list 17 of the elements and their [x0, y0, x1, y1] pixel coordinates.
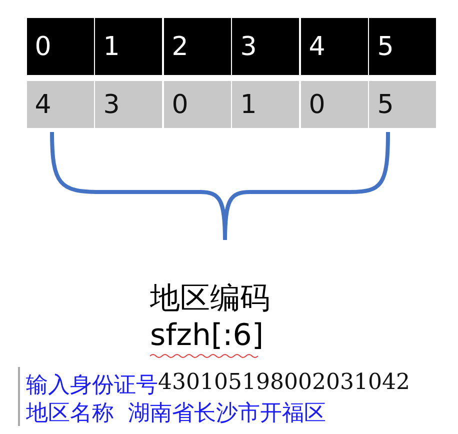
- code-text: sfzh[:6]: [150, 318, 264, 353]
- caption-text: 地区编码: [150, 280, 270, 318]
- index-cell: 1: [95, 18, 162, 75]
- value-cell: 4: [26, 81, 94, 128]
- value-cell: 0: [164, 81, 231, 128]
- value-cell: 0: [300, 81, 368, 128]
- index-cell: 3: [232, 18, 300, 75]
- index-cell: 5: [369, 18, 436, 75]
- prompt-text: 输入身份证号: [26, 372, 158, 400]
- value-cell: 5: [369, 81, 436, 128]
- index-cell: 0: [26, 18, 94, 75]
- value-cell: 1: [232, 81, 300, 128]
- output-text: 地区名称 湖南省长沙市开福区: [26, 400, 326, 428]
- index-cell: 4: [300, 18, 368, 75]
- value-cell: 3: [95, 81, 162, 128]
- index-cell: 2: [164, 18, 231, 75]
- input-text: 430105198002031042: [158, 370, 410, 395]
